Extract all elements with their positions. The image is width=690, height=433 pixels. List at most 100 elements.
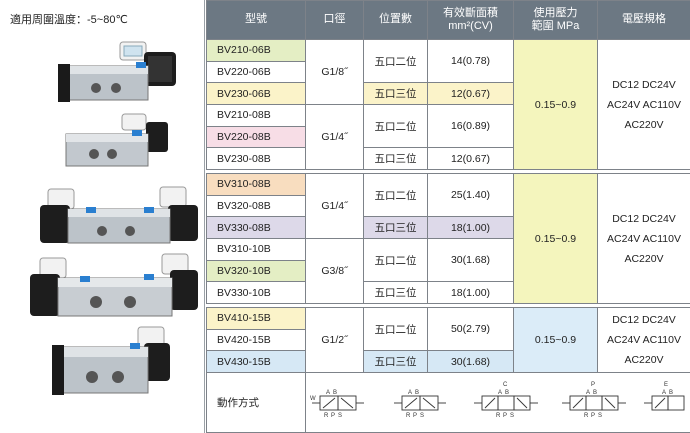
- model-cell: BV430-15B: [206, 350, 306, 373]
- port-label-r: R: [324, 413, 329, 419]
- voltage-cell: DC12 DC24V AC24V AC110V AC220V: [597, 173, 690, 304]
- bore-cell: G1/4˝: [305, 173, 364, 240]
- port-label-a: A: [498, 390, 502, 396]
- port-label-p: P: [413, 413, 417, 419]
- model-cell: BV310-08B: [206, 173, 306, 196]
- position-cell: 五口二位: [363, 173, 428, 218]
- area-cell: 18(1.00): [427, 281, 514, 304]
- position-cell: 五口三位: [363, 82, 428, 106]
- action-label: 動作方式: [206, 372, 306, 433]
- bore-cell: G1/8˝: [305, 39, 364, 106]
- action-symbols-cell: A B W R P S A B R P S C A B R: [305, 372, 690, 433]
- position-cell: 五口三位: [363, 281, 428, 304]
- port-label-p: P: [503, 413, 507, 419]
- section-divider: [206, 169, 690, 175]
- port-label-a: A: [326, 390, 330, 396]
- port-label-b: B: [333, 390, 337, 396]
- table-row: BV410-15B G1/2˝ 五口二位 50(2.79) 0.15~0.9 D…: [206, 307, 690, 373]
- header-pressure: 使用壓力範圍 MPa: [513, 0, 598, 41]
- pressure-cell: 0.15~0.9: [513, 39, 598, 171]
- table-row: BV220-08B: [206, 125, 690, 149]
- header-pressure-line2: 範圍 MPa: [531, 20, 580, 33]
- bore-cell: G1/2˝: [305, 307, 364, 373]
- voltage-line3: AC220V: [624, 118, 664, 131]
- bore-cell: G3/8˝: [305, 238, 364, 304]
- area-cell: 25(1.40): [427, 173, 514, 218]
- table-row: BV210-06B G1/8˝ 五口二位 14(0.78) 0.15~0.9 D…: [206, 39, 690, 171]
- model-cell: BV330-10B: [206, 281, 306, 304]
- area-cell: 14(0.78): [427, 39, 514, 84]
- port-label-b: B: [505, 390, 509, 396]
- header-position: 位置數: [363, 0, 428, 41]
- port-label-c: C: [503, 382, 508, 388]
- position-cell: 五口二位: [363, 238, 428, 283]
- header-area-line2: mm²(CV): [448, 20, 493, 33]
- model-cell: BV220-08B: [206, 125, 306, 149]
- model-cell: BV330-08B: [206, 216, 306, 240]
- voltage-cell: DC12 DC24V AC24V AC110V AC220V: [597, 39, 690, 171]
- area-cell: 30(1.68): [427, 350, 514, 373]
- model-cell: BV230-06B: [206, 82, 306, 106]
- model-cell: BV220-06B: [206, 60, 306, 84]
- voltage-cell: DC12 DC24V AC24V AC110V AC220V: [597, 307, 690, 373]
- pneumatic-symbols-diagram: A B W R P S A B R P S C A B R: [310, 382, 685, 419]
- model-cell: BV230-08B: [206, 147, 306, 171]
- table-row: BV430-15B 五口三位 30(1.68): [206, 350, 690, 373]
- area-cell: 50(2.79): [427, 307, 514, 352]
- valve-image-bv200-08: [65, 113, 168, 167]
- table-row: BV310-10B G3/8˝ 五口二位 30(1.68): [206, 238, 690, 304]
- valve-image-bv400-15: [52, 326, 170, 395]
- table-row: BV220-06B: [206, 60, 690, 84]
- model-cell: BV210-08B: [206, 104, 306, 127]
- area-cell: 12(0.67): [427, 82, 514, 106]
- port-label-r: R: [496, 413, 501, 419]
- area-cell: 12(0.67): [427, 147, 514, 171]
- table-row: BV320-08B: [206, 194, 690, 218]
- position-cell: 五口二位: [363, 307, 428, 352]
- header-area-line1: 有效斷面積: [443, 6, 498, 19]
- port-label-b: B: [415, 390, 419, 396]
- table-row: BV330-08B 五口三位 18(1.00): [206, 216, 690, 240]
- header-model: 型號: [206, 0, 306, 41]
- pressure-cell: 0.15~0.9: [513, 173, 598, 304]
- valve-symbols: A B W R P S A B R P S C A B R: [306, 374, 690, 431]
- port-label-a: A: [662, 390, 666, 396]
- table-row: BV320-10B: [206, 259, 690, 283]
- port-label-e: E: [664, 382, 668, 388]
- model-cell: BV210-06B: [206, 39, 306, 62]
- area-cell: 16(0.89): [427, 104, 514, 149]
- port-label-p-top: P: [591, 382, 595, 388]
- position-cell: 五口三位: [363, 147, 428, 171]
- voltage-line1: DC12 DC24V: [612, 78, 676, 91]
- port-label-b: B: [593, 390, 597, 396]
- area-cell: 30(1.68): [427, 238, 514, 283]
- temperature-range-label: 適用周圍溫度：-5~80℃: [10, 14, 128, 26]
- area-cell: 18(1.00): [427, 216, 514, 240]
- port-label-p: P: [591, 413, 595, 419]
- model-cell: BV310-10B: [206, 238, 306, 261]
- position-cell: 五口三位: [363, 216, 428, 240]
- port-label-b: B: [669, 390, 673, 396]
- port-label-a: A: [586, 390, 590, 396]
- port-label-r: R: [406, 413, 411, 419]
- valve-image-bv200-06: [58, 41, 176, 102]
- model-cell: BV410-15B: [206, 307, 306, 330]
- voltage-line1: DC12 DC24V: [612, 314, 676, 327]
- valve-image-bv300-08: [40, 186, 198, 244]
- voltage-line2: AC24V AC110V: [607, 98, 681, 111]
- table-row: BV420-15B: [206, 328, 690, 352]
- voltage-line2: AC24V AC110V: [607, 334, 681, 347]
- header-voltage: 電壓規格: [597, 0, 690, 41]
- port-label-s: S: [510, 413, 514, 419]
- model-cell: BV320-10B: [206, 259, 306, 283]
- position-cell: 五口三位: [363, 350, 428, 373]
- bore-cell: G1/4˝: [305, 104, 364, 171]
- voltage-line2: AC24V AC110V: [607, 232, 681, 245]
- valve-image-bv300-10: [30, 253, 198, 317]
- port-label-s: S: [420, 413, 424, 419]
- table-row: BV310-08B G1/4˝ 五口二位 25(1.40) 0.15~0.9 D…: [206, 173, 690, 304]
- table-row: BV230-06B 五口三位 12(0.67): [206, 82, 690, 106]
- table-row: BV210-08B G1/4˝ 五口二位 16(0.89): [206, 104, 690, 171]
